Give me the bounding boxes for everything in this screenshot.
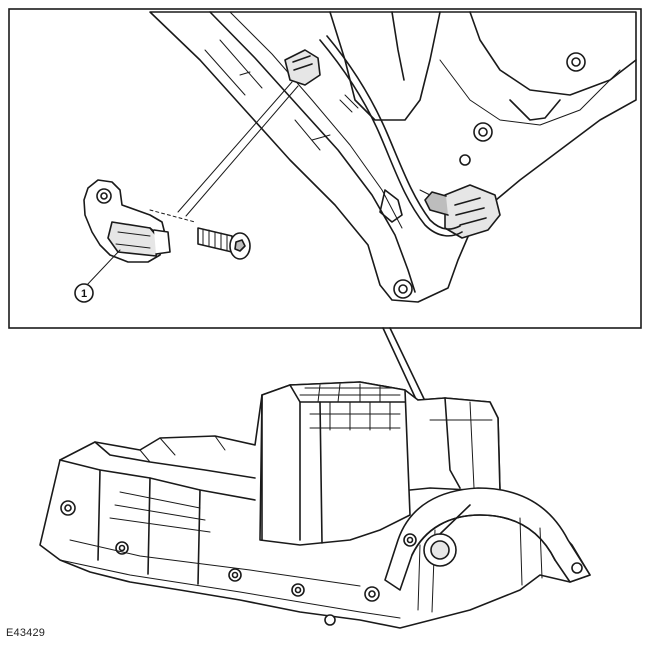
installation-guide-lines bbox=[149, 81, 299, 223]
oil-pan-main-view bbox=[39, 381, 591, 629]
sensor-wiring-harness bbox=[319, 35, 463, 237]
callout-1: 1 bbox=[74, 249, 121, 303]
inset-engine-casting bbox=[149, 11, 637, 303]
inset-detail-view: 1 bbox=[8, 8, 642, 329]
figure-id-label: E43429 bbox=[6, 627, 46, 639]
callout-number: 1 bbox=[81, 288, 87, 300]
crankshaft-position-sensor bbox=[83, 179, 171, 263]
sensor-retaining-bolt bbox=[197, 227, 251, 260]
